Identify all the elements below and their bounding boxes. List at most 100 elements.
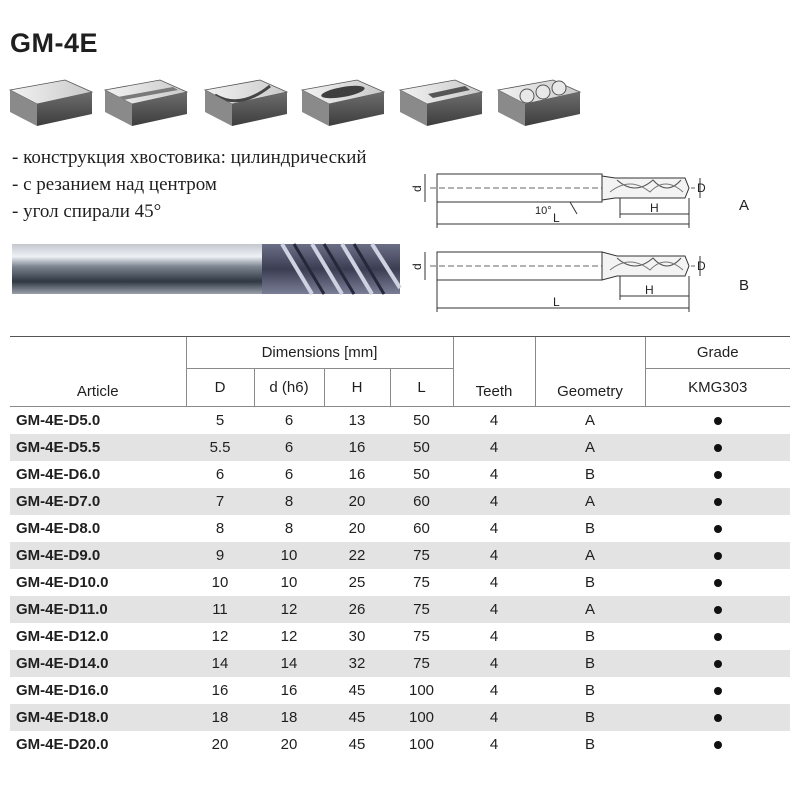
D-cell: 5 — [215, 412, 225, 429]
L-cell: 100 — [390, 704, 453, 731]
L-cell: 75 — [413, 628, 430, 645]
teeth-cell: 4 — [453, 650, 535, 677]
grade-cell — [645, 407, 790, 434]
geometry-drawings: d D H L 10° A d D H L B — [410, 173, 749, 312]
teeth-cell: 4 — [453, 542, 535, 569]
availability-dot-icon — [713, 579, 722, 587]
L-cell: 100 — [408, 736, 435, 753]
u-slot-block-icon — [203, 79, 289, 126]
availability-dot-icon — [713, 471, 722, 479]
article-header: Article — [10, 336, 186, 407]
article-cell: GM-4E-D14.0 — [10, 650, 186, 677]
geometry-cell: B — [584, 520, 595, 537]
D-cell: 6 — [215, 466, 225, 483]
plunge-drilling-block-icon — [496, 79, 582, 126]
article-cell: GM-4E-D18.0 — [10, 704, 186, 731]
d-cell: 18 — [254, 704, 324, 731]
page-title: GM-4E — [10, 28, 99, 58]
article-cell: GM-4E-D11.0 — [10, 596, 186, 623]
geometry-cell: A — [535, 488, 645, 515]
d-cell: 10 — [254, 542, 324, 569]
teeth-cell: 4 — [489, 628, 499, 645]
geometry-a-label: A — [739, 197, 749, 214]
feature-list: - конструкция хвостовика: цилиндрический… — [12, 144, 367, 225]
teeth-cell: 4 — [489, 466, 499, 483]
availability-dot-icon — [713, 417, 722, 425]
L-cell: 75 — [413, 574, 430, 591]
dim-L-label-b: L — [553, 295, 560, 309]
D-cell: 20 — [211, 736, 229, 753]
H-cell: 45 — [348, 736, 366, 753]
teeth-cell: 4 — [453, 434, 535, 461]
slot-milling-block-icon — [103, 79, 189, 126]
availability-dot-icon — [713, 714, 722, 722]
teeth-cell: 4 — [489, 682, 499, 699]
article-cell: GM-4E-D8.0 — [16, 520, 101, 537]
d-cell: 20 — [280, 736, 298, 753]
H-cell: 45 — [348, 682, 366, 699]
feature-item: - угол спирали 45° — [12, 201, 162, 222]
dim-D-label-a: D — [697, 181, 706, 195]
d-cell: 12 — [280, 628, 298, 645]
grade-cell — [645, 623, 790, 650]
L-cell: 75 — [390, 650, 453, 677]
geometry-cell: B — [535, 704, 645, 731]
grade-cell — [645, 677, 790, 704]
d-cell: 8 — [284, 520, 294, 537]
teeth-cell: 4 — [489, 412, 499, 429]
D-cell: 9 — [186, 542, 254, 569]
article-cell: GM-4E-D6.0 — [16, 466, 101, 483]
feature-item: - конструкция хвостовика: цилиндрический — [12, 147, 367, 168]
grade-kmg303-header: KMG303 — [644, 368, 790, 407]
geometry-cell: B — [535, 650, 645, 677]
teeth-header: Teeth — [452, 336, 535, 407]
D-cell: 14 — [186, 650, 254, 677]
availability-dot-icon — [713, 741, 722, 749]
pocket-milling-block-icon — [300, 79, 386, 126]
geometry-cell: A — [535, 596, 645, 623]
dimensions-header: Dimensions [mm] — [185, 336, 453, 369]
geometry-cell: A — [535, 434, 645, 461]
availability-dot-icon — [713, 633, 722, 641]
machining-operations-icons — [8, 79, 582, 126]
H-cell: 20 — [348, 520, 366, 537]
H-cell: 16 — [348, 466, 366, 483]
L-cell: 50 — [413, 466, 430, 483]
availability-dot-icon — [713, 444, 722, 452]
teeth-cell: 4 — [489, 736, 499, 753]
D-cell: 11 — [186, 596, 254, 623]
grade-cell — [645, 461, 790, 488]
D-cell: 7 — [186, 488, 254, 515]
geometry-cell: A — [535, 542, 645, 569]
D-cell: 10 — [211, 574, 229, 591]
angle-label: 10° — [535, 205, 552, 217]
grade-cell — [645, 650, 790, 677]
availability-dot-icon — [713, 552, 722, 560]
availability-dot-icon — [713, 498, 722, 506]
D-cell: 16 — [211, 682, 229, 699]
dim-H-label-a: H — [650, 201, 659, 215]
L-cell: 100 — [408, 682, 435, 699]
face-milling-block-icon — [8, 79, 94, 126]
article-cell: GM-4E-D5.0 — [16, 412, 101, 429]
H-cell: 20 — [324, 488, 390, 515]
L-cell: 75 — [390, 542, 453, 569]
geometry-cell: B — [584, 628, 595, 645]
dim-d-label-a: d — [410, 185, 424, 192]
d-cell: 8 — [254, 488, 324, 515]
H-cell: 26 — [324, 596, 390, 623]
H-cell: 25 — [348, 574, 366, 591]
D-header: D — [185, 368, 254, 407]
availability-dot-icon — [713, 606, 722, 614]
H-cell: 32 — [324, 650, 390, 677]
dim-L-label-a: L — [553, 211, 560, 225]
ramping-block-icon — [398, 79, 484, 126]
availability-dot-icon — [713, 525, 722, 533]
d-h6-header: d (h6) — [253, 368, 324, 407]
